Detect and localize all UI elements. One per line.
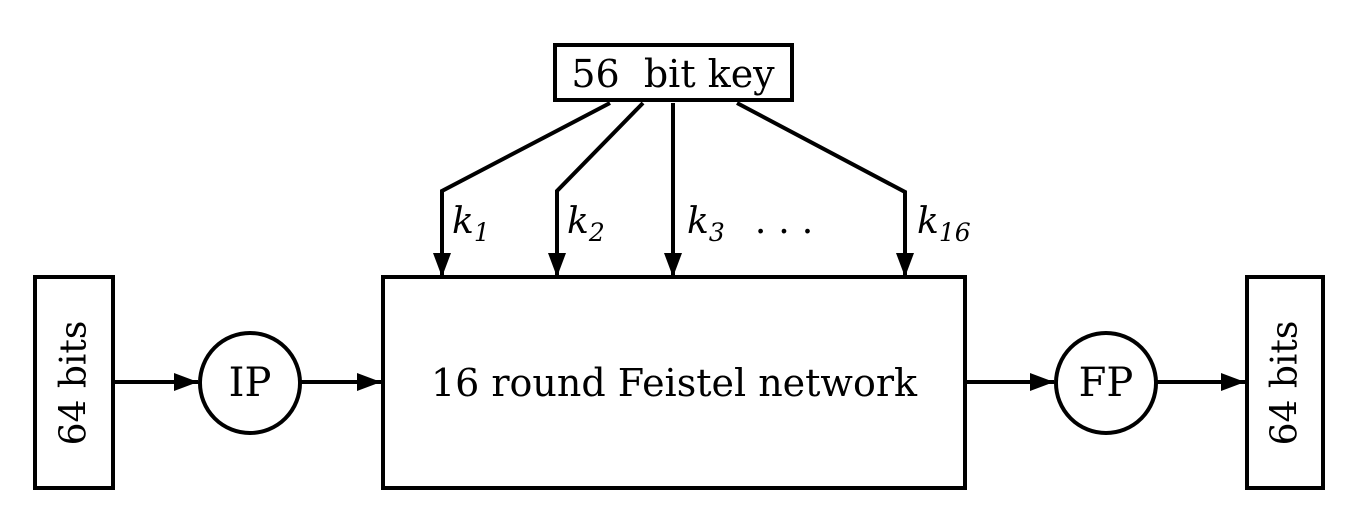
subkey-arrow-k2	[548, 101, 645, 277]
subkey-ellipsis: ...	[755, 201, 825, 242]
subkey-label-k1: k1	[452, 201, 490, 247]
key-box	[553, 43, 794, 102]
key-box-label: 56 bit key	[571, 52, 775, 96]
output-box-label: 64 bits	[1265, 321, 1306, 446]
fp-node-label: FP	[1079, 360, 1134, 406]
ip-node-label: IP	[229, 360, 272, 406]
subkey-arrow-k16	[736, 101, 914, 277]
subkey-label-k2: k2	[567, 201, 605, 247]
output-box	[1245, 275, 1325, 490]
subkey-label-k16: k16	[917, 201, 971, 247]
input-box	[33, 275, 115, 490]
feistel-box-label: 16 round Feistel network	[431, 361, 918, 405]
input-box-label: 64 bits	[54, 321, 95, 446]
subkey-arrow-k1	[433, 101, 611, 277]
subkey-label-k3: k3	[687, 201, 725, 247]
